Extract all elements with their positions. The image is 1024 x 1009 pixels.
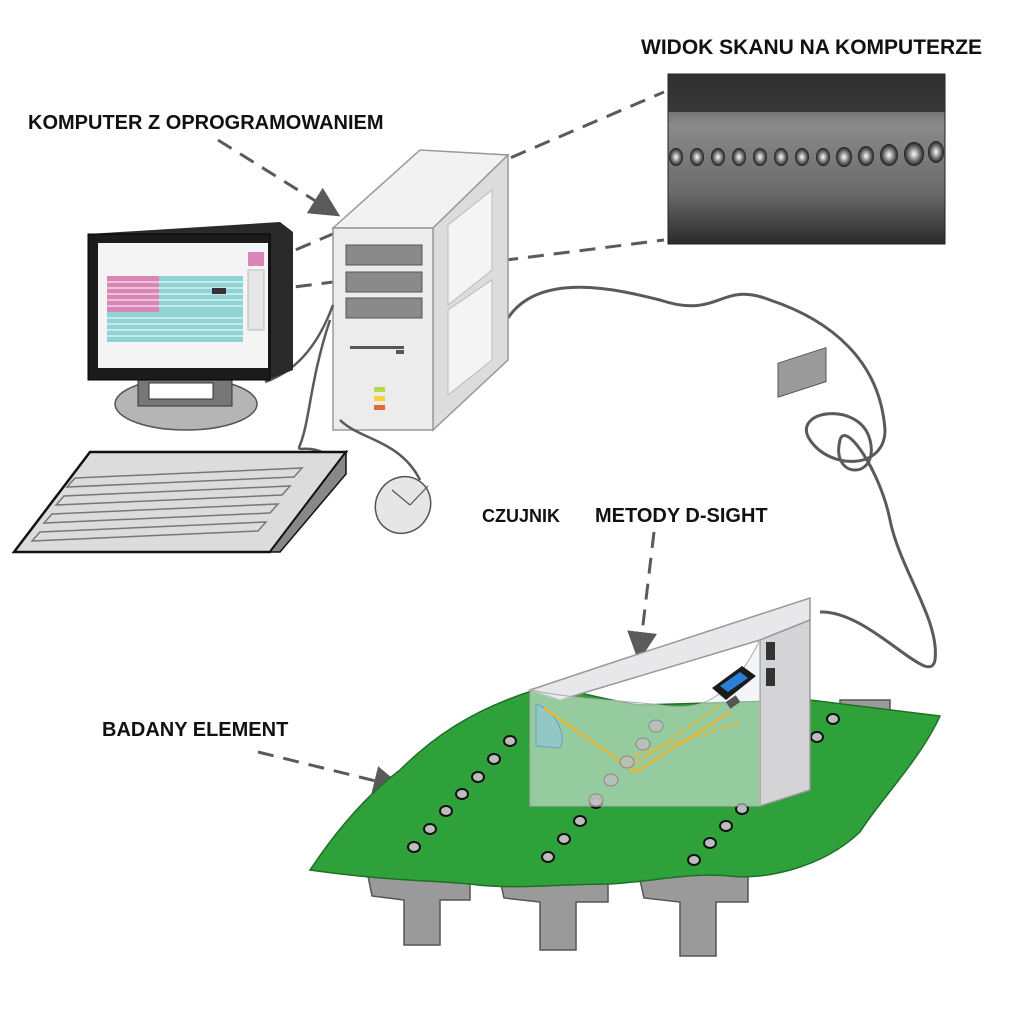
computer-pointer-arrow	[218, 140, 330, 210]
mouse-icon	[364, 466, 442, 544]
computer-icon	[333, 150, 508, 430]
scan-image-icon	[668, 74, 945, 244]
element-pointer-arrow	[258, 752, 392, 785]
keyboard-icon	[14, 452, 346, 552]
monitor-icon	[88, 222, 293, 430]
sensor-icon	[530, 348, 826, 806]
sensor-cable	[508, 287, 935, 666]
sensor-pointer-arrow	[640, 532, 654, 650]
